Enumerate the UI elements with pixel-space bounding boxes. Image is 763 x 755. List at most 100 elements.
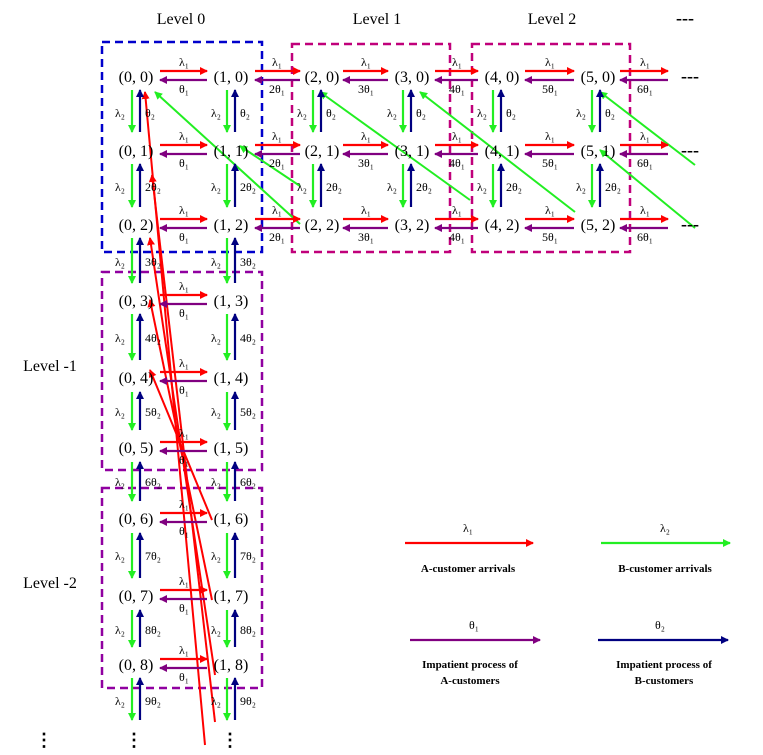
state-node: (4, 0) [485, 69, 520, 86]
rate-label: 5θ₂ [240, 405, 256, 419]
states: (0, 0) (1, 0) (2, 0) (3, 0) (4, 0) (5, 0… [119, 66, 699, 674]
rate-label: 2θ₂ [605, 180, 621, 194]
long-b-arrow [319, 91, 471, 201]
state-node: (0, 4) [119, 370, 154, 387]
level-0-label: Level 0 [157, 11, 205, 28]
state-node: (4, 2) [485, 217, 520, 234]
rate-label: 2θ₂ [145, 180, 161, 194]
state-node: (0, 6) [119, 511, 154, 528]
rate-label: 4θ₁ [449, 156, 465, 170]
rate-label: λ₂ [477, 106, 487, 120]
legend-a-symbol: λ₁ [463, 521, 473, 535]
state-node: (2, 2) [305, 217, 340, 234]
rate-label: θ₁ [179, 82, 189, 96]
rate-label: λ₁ [545, 55, 555, 69]
long-b-arrow [419, 91, 576, 213]
rate-label: θ₁ [179, 230, 189, 244]
rate-label: λ₂ [576, 180, 586, 194]
row-1-ellipsis: --- [681, 140, 699, 160]
rate-label: θ₂ [506, 106, 516, 120]
state-node: (1, 7) [214, 588, 249, 605]
legend-ia-line2: A-customers [440, 675, 500, 687]
legend-b-arrival: λ₂ B-customer arrivals [601, 521, 731, 575]
horizontal-transitions [159, 67, 669, 672]
state-node: (0, 1) [119, 143, 154, 160]
level-1-label: Level 1 [353, 11, 401, 28]
rate-label: 6θ₂ [240, 475, 256, 489]
rate-label: λ₁ [640, 203, 650, 217]
rate-label: 4θ₂ [145, 331, 161, 345]
rate-label: λ₂ [115, 255, 125, 269]
rate-label: θ₂ [240, 106, 250, 120]
rate-label: λ₁ [179, 426, 189, 440]
state-node: (3, 1) [395, 143, 430, 160]
rate-label: λ₁ [640, 55, 650, 69]
rate-label: 3θ₁ [358, 82, 374, 96]
legend-a-label: A-customer arrivals [421, 563, 516, 575]
legend-ib-symbol: θ₂ [655, 618, 665, 632]
long-a-arrival-arrows [141, 91, 216, 746]
state-node: (1, 6) [214, 511, 249, 528]
rate-label: λ₁ [179, 643, 189, 657]
rate-label: λ₂ [211, 475, 221, 489]
level-minus-1-label: Level -1 [23, 358, 77, 375]
state-node: (5, 1) [581, 143, 616, 160]
state-node: (1, 5) [214, 440, 249, 457]
rate-label: θ₁ [179, 306, 189, 320]
rate-label: 3θ₂ [240, 255, 256, 269]
rate-label: 5θ₂ [145, 405, 161, 419]
rate-label: λ₂ [576, 106, 586, 120]
rate-label: θ₁ [179, 670, 189, 684]
long-b-arrow [599, 149, 696, 229]
rate-label: 9θ₂ [145, 694, 161, 708]
rate-label: 2θ₂ [506, 180, 522, 194]
state-node: (2, 0) [305, 69, 340, 86]
state-node: (1, 3) [214, 293, 249, 310]
level-ellipsis: --- [676, 8, 694, 28]
rate-label: 6θ₁ [637, 82, 653, 96]
state-node: (1, 4) [214, 370, 249, 387]
rate-label: λ₂ [477, 180, 487, 194]
rate-label: 2θ₁ [269, 156, 285, 170]
rate-label: λ₁ [272, 203, 282, 217]
rate-label: λ₁ [545, 203, 555, 217]
level-1-box [290, 42, 452, 254]
rate-label: λ₁ [179, 203, 189, 217]
rate-label: 7θ₂ [240, 549, 256, 563]
rate-label: θ₂ [416, 106, 426, 120]
rate-label: λ₁ [272, 129, 282, 143]
vertical-transitions [128, 89, 604, 721]
rate-label: θ₁ [179, 453, 189, 467]
rate-label: 5θ₁ [542, 156, 558, 170]
level-minus-1-box [100, 270, 264, 472]
long-b-arrow [239, 145, 301, 187]
legend-b-label: B-customer arrivals [618, 563, 712, 575]
rate-label: λ₁ [179, 129, 189, 143]
state-node: (1, 2) [214, 217, 249, 234]
rate-label: θ₂ [326, 106, 336, 120]
rate-label: λ₁ [179, 55, 189, 69]
state-node: (1, 8) [214, 657, 249, 674]
rate-label: λ₁ [179, 279, 189, 293]
rate-label: λ₁ [361, 203, 371, 217]
state-node: (1, 0) [214, 69, 249, 86]
rate-label: 2θ₂ [416, 180, 432, 194]
long-b-arrow [154, 91, 301, 225]
rate-label: 4θ₁ [449, 82, 465, 96]
rate-label: 3θ₂ [145, 255, 161, 269]
rate-label: 8θ₂ [145, 623, 161, 637]
bottom-ellipsis: ⋮ [125, 730, 143, 750]
state-node: (0, 0) [119, 69, 154, 86]
rate-label: 2θ₂ [240, 180, 256, 194]
state-node: (0, 3) [119, 293, 154, 310]
horizontal-rate-labels: λ₁ θ₁ λ₁ 2θ₁ λ₁ 3θ₁ λ₁ 4θ₁ λ₁ 5θ₁ λ₁ 6θ₁… [179, 55, 653, 684]
rate-label: λ₂ [297, 180, 307, 194]
rate-label: λ₂ [297, 106, 307, 120]
rate-label: 4θ₂ [240, 331, 256, 345]
rate-label: λ₁ [452, 55, 462, 69]
rate-label: 2θ₁ [269, 230, 285, 244]
rate-label: λ₁ [361, 55, 371, 69]
legend-b-symbol: λ₂ [660, 521, 670, 535]
rate-label: 2θ₁ [269, 82, 285, 96]
